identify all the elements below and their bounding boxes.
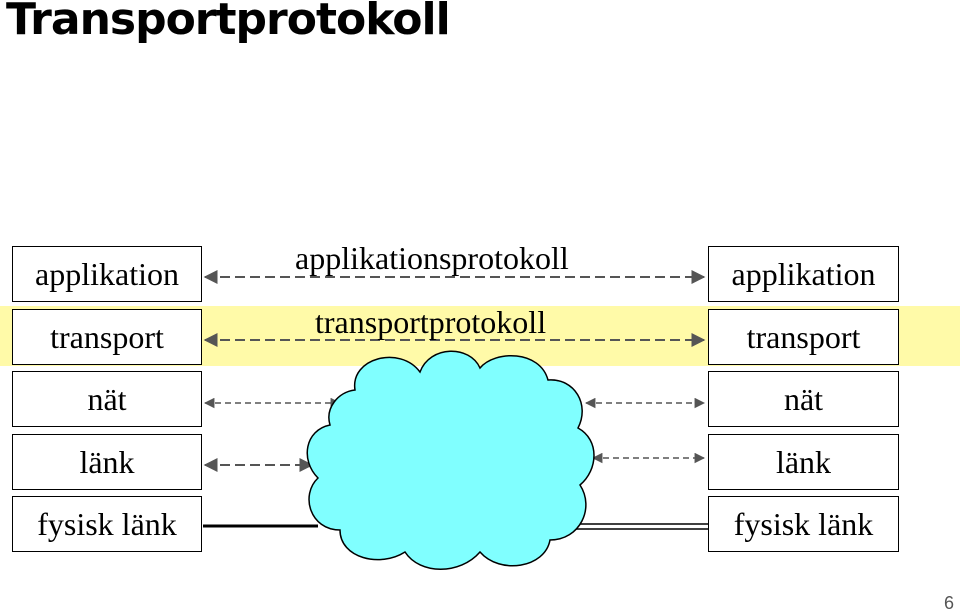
- application-protocol-label: applikationsprotokoll: [295, 240, 569, 276]
- page-title: Transportprotokoll: [6, 0, 451, 45]
- right-layer-network: nät: [708, 371, 899, 427]
- right-layer-physical: fysisk länk: [708, 496, 899, 552]
- left-layer-physical: fysisk länk: [12, 496, 202, 552]
- left-layer-transport: transport: [12, 309, 202, 365]
- left-layer-network: nät: [12, 371, 202, 427]
- page-number: 6: [943, 593, 954, 613]
- left-layer-application: applikation: [12, 246, 202, 302]
- transport-protocol-label: transportprotokoll: [315, 304, 547, 340]
- left-layer-link: länk: [12, 434, 202, 490]
- right-layer-link: länk: [708, 434, 899, 490]
- right-layer-transport: transport: [708, 309, 899, 365]
- right-layer-application: applikation: [708, 246, 899, 302]
- network-cloud: [306, 350, 595, 570]
